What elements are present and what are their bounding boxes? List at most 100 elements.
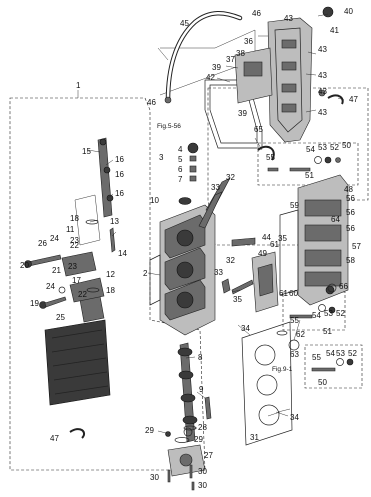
callout-51b: 51: [323, 327, 332, 336]
callout-47a: 47: [349, 95, 358, 104]
callout-56c: 56: [346, 224, 355, 233]
callout-55b: 55: [290, 316, 299, 325]
callout-5: 5: [178, 155, 183, 164]
callout-34b: 34: [290, 413, 299, 422]
hose-clamp-46: [164, 96, 172, 104]
callout-60: 60: [289, 289, 298, 298]
callout-50b: 50: [318, 378, 327, 387]
callout-22a: 22: [70, 241, 79, 250]
callout-39b: 39: [238, 109, 247, 118]
valve-components: [267, 156, 354, 372]
callout-49: 49: [258, 249, 267, 258]
callout-48: 48: [344, 185, 353, 194]
cylinder-head: [279, 174, 349, 306]
oil-pump: [165, 427, 206, 477]
callout-41: 41: [330, 26, 339, 35]
callout-55c: 55: [312, 353, 321, 362]
callout-34a: 34: [241, 324, 250, 333]
callout-45: 45: [180, 19, 189, 28]
callout-56b: 56: [346, 208, 355, 217]
callout-14: 14: [118, 249, 127, 258]
leader-lines: [77, 13, 345, 434]
callout-6: 6: [178, 165, 183, 174]
callout-58: 58: [346, 256, 355, 265]
callout-12: 12: [106, 270, 115, 279]
callout-20: 20: [20, 261, 29, 270]
callout-36: 36: [244, 37, 253, 46]
callout-43b: 43: [318, 45, 327, 54]
valve-box-upper: [257, 142, 359, 186]
callout-4: 4: [178, 145, 183, 154]
callout-19: 19: [30, 299, 39, 308]
callout-59: 59: [290, 201, 299, 210]
callout-66: 66: [339, 282, 348, 291]
callout-35a: 35: [278, 234, 287, 243]
callout-23b: 23: [68, 262, 77, 271]
callout-29b: 29: [194, 435, 203, 444]
callout-18b: 18: [106, 286, 115, 295]
callout-30c: 30: [198, 481, 207, 490]
figure-references: Fig.5-56 Fig.9-1: [157, 123, 293, 373]
valve-box-lower: [304, 344, 363, 389]
callout-8: 8: [198, 353, 203, 362]
callout-54c: 54: [326, 349, 335, 358]
callout-46b: 46: [147, 98, 156, 107]
callout-22b: 22: [78, 290, 87, 299]
callout-30b: 30: [198, 467, 207, 476]
callout-43c: 43: [318, 71, 327, 80]
figure-ref-5-56: Fig.5-56: [157, 123, 181, 130]
callout-62: 62: [296, 330, 305, 339]
callout-52c: 52: [348, 349, 357, 358]
callout-43d: 43: [318, 87, 327, 96]
cylinder-block: [149, 204, 216, 336]
callout-24a: 24: [50, 234, 59, 243]
callout-33b: 33: [214, 268, 223, 277]
callout-47b: 47: [50, 434, 59, 443]
callout-57: 57: [352, 242, 361, 251]
callout-23a: 23: [70, 236, 79, 245]
callout-44: 44: [262, 233, 271, 242]
cylinder-head-cover: [267, 6, 344, 143]
callout-29a: 29: [145, 426, 154, 435]
callout-35b: 35: [233, 295, 242, 304]
head-gasket: [241, 321, 293, 446]
callout-27: 27: [204, 451, 213, 460]
callout-50a: 50: [342, 141, 351, 150]
callout-38: 38: [236, 49, 245, 58]
camshaft: [177, 342, 198, 443]
callout-33a: 33: [211, 183, 220, 192]
callout-53b: 53: [324, 309, 333, 318]
callout-39a: 39: [212, 63, 221, 72]
callout-9: 9: [199, 385, 204, 394]
callout-64: 64: [331, 215, 340, 224]
callout-16a: 16: [115, 155, 124, 164]
oil-filler-cap: [322, 6, 334, 18]
callout-46a: 46: [252, 9, 261, 18]
cover-assembly-guide: [159, 29, 256, 96]
small-parts: [24, 142, 337, 491]
callout-26: 26: [38, 239, 47, 248]
callout-53c: 53: [336, 349, 345, 358]
callout-51a: 51: [305, 171, 314, 180]
callout-56a: 56: [346, 194, 355, 203]
callout-61a: 61: [270, 240, 279, 249]
callout-13: 13: [110, 217, 119, 226]
callout-25: 25: [56, 313, 65, 322]
callout-42: 42: [206, 73, 215, 82]
intake-plate: [234, 47, 273, 104]
callout-17: 17: [72, 276, 81, 285]
callout-24b: 24: [46, 282, 55, 291]
callout-28: 28: [198, 423, 207, 432]
callout-32b: 32: [226, 256, 235, 265]
callout-65: 65: [254, 125, 263, 134]
thermostat-housing: [251, 251, 335, 313]
callout-61b: 61: [279, 289, 288, 298]
callout-52a: 52: [330, 143, 339, 152]
callout-53a: 53: [318, 143, 327, 152]
breather-hose: [164, 11, 243, 104]
callout-32a: 32: [226, 173, 235, 182]
callout-11: 11: [66, 225, 75, 234]
callout-10: 10: [150, 196, 159, 205]
callout-37: 37: [226, 55, 235, 64]
